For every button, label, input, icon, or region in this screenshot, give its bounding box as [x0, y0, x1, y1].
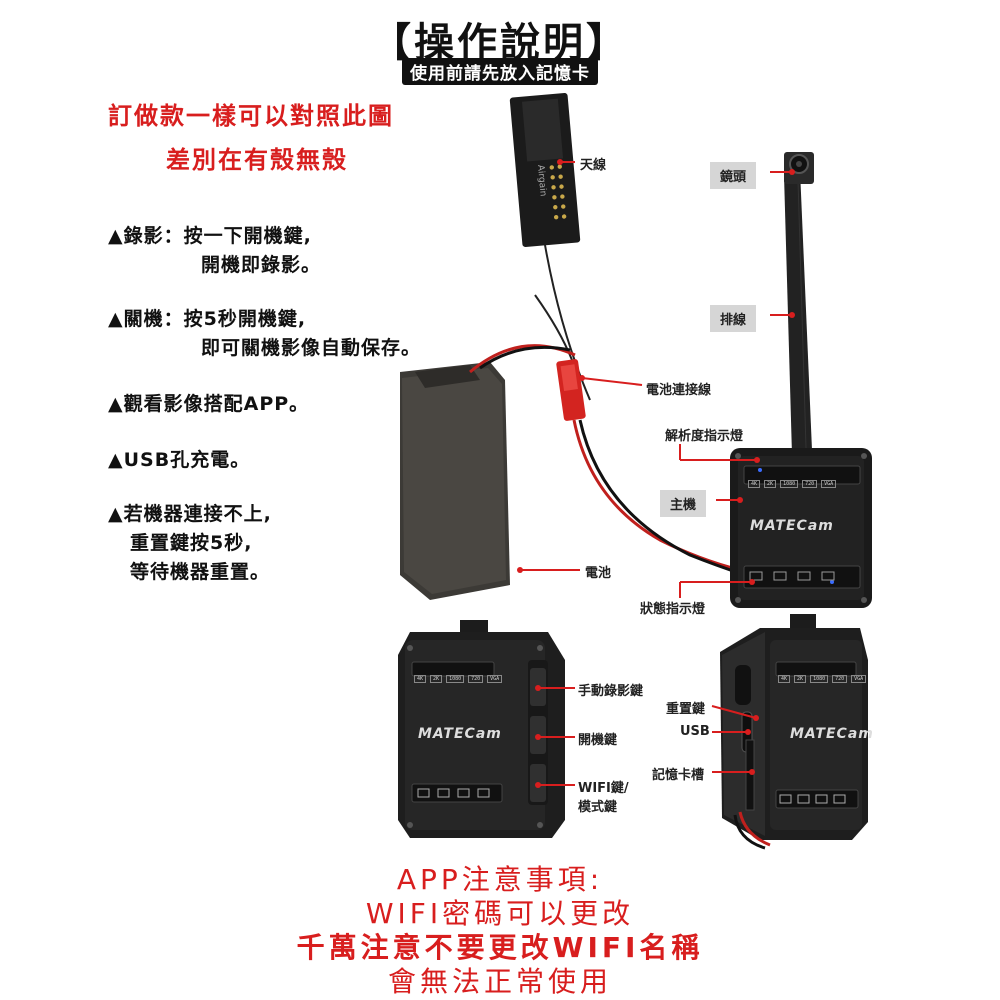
instruction-power-off: ▲關機：按5秒開機鍵, 即可關機影像自動保存。	[108, 308, 422, 359]
custom-note-line2: 差別在有殼無殼	[166, 146, 348, 174]
label-cable: 排線	[710, 305, 757, 332]
custom-note-line1: 訂做款一樣可以對照此圖	[108, 102, 394, 130]
instruction-record: ▲錄影：按一下開機鍵, 開機即錄影。	[108, 225, 322, 276]
device-front-view	[398, 620, 565, 838]
label-memory-card-slot: 記憶卡槽	[652, 764, 705, 783]
label-battery: 電池	[585, 562, 612, 581]
product-diagram: Airgain	[398, 93, 872, 850]
instruction-usb: ▲USB孔充電。	[108, 449, 251, 471]
label-reset-key: 重置鍵	[666, 698, 706, 717]
app-note-line4: 會無法正常使用	[387, 965, 612, 998]
antenna-text: Airgain	[535, 164, 548, 196]
brand-logo-main: MATECam	[750, 518, 834, 534]
label-resolution-indicator: 解析度指示燈	[665, 425, 744, 444]
label-main-unit: 主機	[660, 490, 707, 517]
device-side-view	[720, 614, 868, 850]
label-status-indicator: 狀態指示燈	[640, 598, 706, 617]
app-note-line3: 千萬注意不要更改WIFI名稱	[296, 931, 704, 964]
label-wifi-key: WIFI鍵/ 模式鍵	[578, 777, 629, 815]
antenna-board: Airgain	[509, 93, 581, 247]
page-subtitle: 使用前請先放入記憶卡	[402, 58, 598, 85]
label-power-key: 開機鍵	[578, 729, 618, 748]
lens	[784, 152, 814, 184]
label-battery-connector: 電池連接線	[646, 379, 712, 398]
label-manual-record-key: 手動錄影鍵	[578, 680, 644, 699]
app-note-line1: APP注意事項:	[396, 863, 604, 896]
ribbon-cable	[784, 170, 812, 455]
label-lens: 鏡頭	[710, 162, 757, 189]
app-note-line2: WIFI密碼可以更改	[365, 897, 635, 930]
battery	[400, 362, 510, 600]
label-antenna: 天線	[580, 154, 607, 173]
brand-logo-front: MATECam	[418, 726, 502, 742]
brand-logo-side: MATECam	[790, 726, 874, 742]
label-usb: USB	[680, 724, 710, 739]
instruction-app: ▲觀看影像搭配APP。	[108, 393, 310, 415]
main-unit	[730, 448, 872, 608]
instruction-reset: ▲若機器連接不上, 重置鍵按5秒, 等待機器重置。	[108, 503, 272, 583]
